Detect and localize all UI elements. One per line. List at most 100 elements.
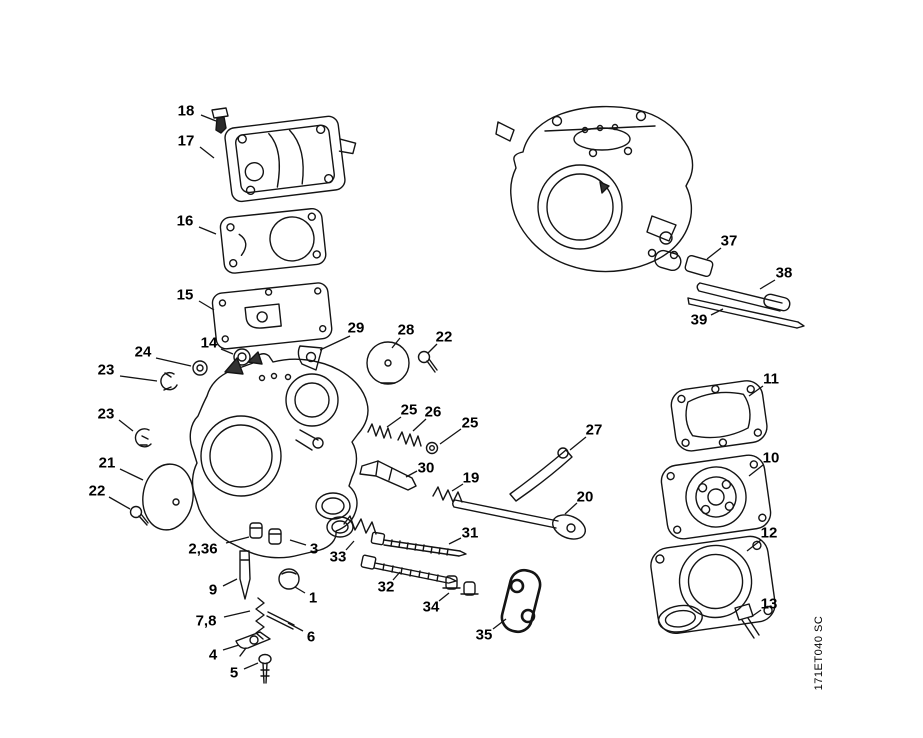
spring-33-drawing [343,515,377,535]
part-label-32: 32 [377,578,395,596]
part-label-28: 28 [397,321,415,339]
needle-39-drawing [687,297,805,329]
part-label-23: 23 [97,405,115,423]
washer-25b-drawing [425,441,439,455]
pin-6-drawing [266,611,295,630]
part-label-22: 22 [88,482,106,500]
leader-line-5 [243,662,259,670]
part-label-4: 4 [208,646,218,664]
leader-line-19 [451,483,464,492]
leader-line-24 [155,357,192,367]
spring-26-drawing [397,431,422,447]
diaphragm-15-drawing [211,282,333,350]
cover-12-drawing [650,535,776,635]
part-label-29: 29 [347,319,365,337]
bracket-29-drawing [297,345,323,371]
leader-line-7-8 [223,610,251,618]
part-label-19: 19 [462,469,480,487]
pump-gasket-16-drawing [219,208,327,274]
part-label-35: 35 [475,626,493,644]
leader-line-11 [748,385,764,397]
valve-34-drawing [442,575,479,596]
part-label-25: 25 [400,401,418,419]
lever-27-drawing [509,447,573,502]
leader-line-25 [386,416,402,428]
spring-19-drawing [432,486,463,503]
leader-lines-layer [108,114,776,670]
part-label-31: 31 [461,524,479,542]
part-label-30: 30 [417,459,435,477]
part-label-6: 6 [306,628,316,646]
assembled-carburetor-drawing [495,105,694,273]
leader-line-25 [439,428,462,445]
leader-line-12 [746,539,762,552]
leader-line-26 [412,418,427,432]
leader-line-2-36 [225,536,250,544]
carburetor-body-drawing [189,351,369,559]
plug-37-drawing [654,249,714,278]
nozzle-30-drawing [359,460,417,491]
part-label-33: 33 [329,548,347,566]
part-label-15: 15 [176,286,194,304]
nut-14-drawing [233,348,251,366]
leader-line-37 [706,247,722,260]
leader-line-39 [710,308,724,316]
leader-line-31 [448,537,462,545]
part-label-38: 38 [775,264,793,282]
leader-line-21 [119,468,144,481]
leader-line-13 [750,609,762,618]
leader-line-14 [220,348,234,355]
leader-line-27 [569,436,587,451]
screw-18-drawing [211,107,229,134]
drawing-number-watermark: 171ET040 SC [813,615,825,691]
part-label-21: 21 [98,454,116,472]
part-label-2-36: 2,36 [188,540,218,558]
screw-22a-drawing [129,505,149,526]
part-label-7-8: 7,8 [195,612,217,630]
diaphragm-10-drawing [660,454,772,540]
part-label-13: 13 [760,595,778,613]
part-label-26: 26 [424,403,442,421]
leader-line-3 [289,539,307,546]
plug-1-drawing [278,568,300,590]
leader-line-4 [222,644,240,651]
pump-cover-17-drawing [224,115,357,203]
leader-line-16 [198,226,217,235]
spring-25a-drawing [367,423,392,439]
part-label-3: 3 [309,540,319,558]
e-clip-23b-drawing [134,428,152,448]
leader-line-34 [438,592,450,602]
inlet-needle-9-drawing [239,550,251,600]
c-clip-23a-drawing [160,371,178,391]
part-label-25: 25 [461,414,479,432]
disc-21-drawing [142,463,194,531]
part-label-34: 34 [422,598,440,616]
leader-line-22 [427,343,438,354]
gasket-11-drawing [670,380,768,452]
leader-line-23 [119,375,158,382]
part-label-39: 39 [690,311,708,329]
leader-line-32 [392,571,401,581]
part-label-18: 18 [177,102,195,120]
screw-5-drawing [258,653,272,684]
leader-line-17 [199,146,215,159]
spring-7-8-drawing [255,597,265,640]
shaft-20-drawing [452,499,586,540]
washer-24-drawing [192,360,208,376]
bushings-2-36-drawing [249,522,282,545]
part-label-9: 9 [208,581,218,599]
leader-line-6 [287,622,304,632]
leader-line-15 [198,300,215,311]
screw-22b-drawing [417,350,438,373]
part-label-17: 17 [177,132,195,150]
part-label-12: 12 [760,524,778,542]
part-label-1: 1 [308,589,318,607]
part-label-16: 16 [176,212,194,230]
part-label-27: 27 [585,421,603,439]
leader-line-28 [391,337,401,349]
leader-line-23 [118,419,134,432]
part-label-23: 23 [97,361,115,379]
tube-38-drawing [696,282,791,312]
part-label-11: 11 [763,370,779,388]
